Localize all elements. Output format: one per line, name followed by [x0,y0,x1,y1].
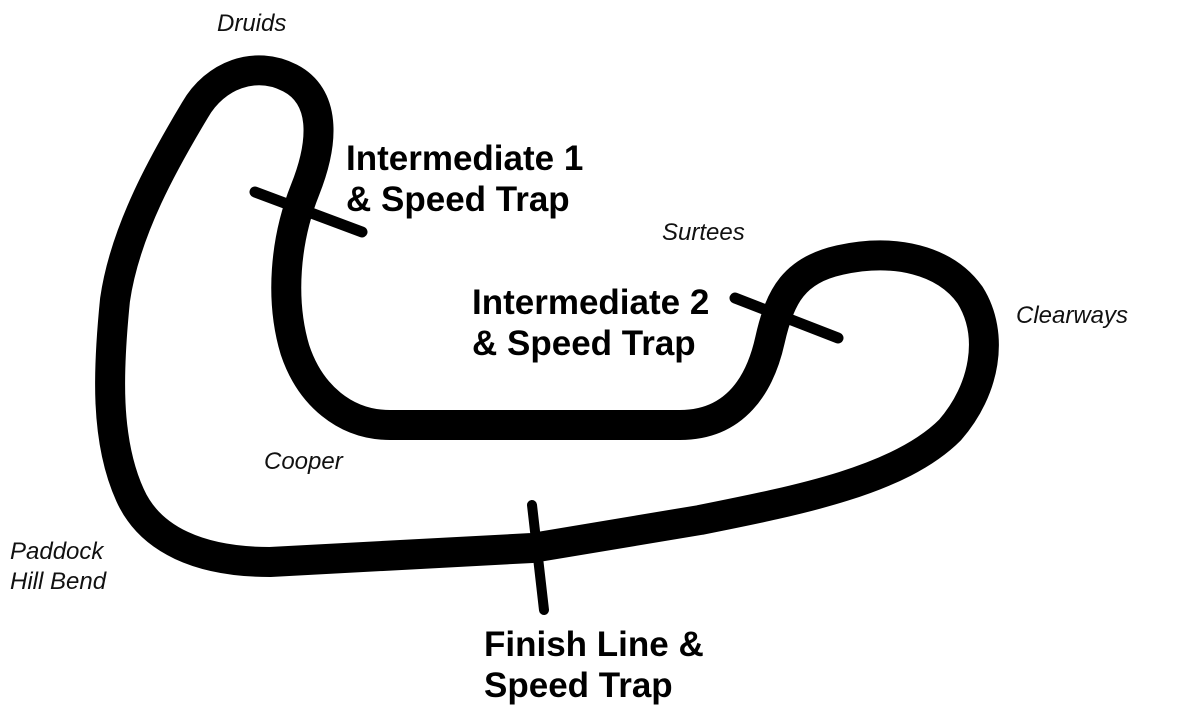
corner-label-paddock-hill-bend: Paddock Hill Bend [10,537,106,597]
finish-line-label: Finish Line & Speed Trap [484,624,704,706]
finish-line-2: Speed Trap [484,666,673,705]
intermediate-2-line-2: & Speed Trap [472,324,696,363]
corner-label-clearways: Clearways [1016,302,1129,329]
finish-line-1: Finish Line & [484,625,704,664]
intermediate-1-line [249,186,368,238]
circuit-track [95,55,999,577]
intermediate-2-label: Intermediate 2 & Speed Trap [472,282,709,364]
intermediate-1-line-1: Intermediate 1 [346,139,584,178]
paddock-line-2: Hill Bend [10,568,107,595]
corner-label-cooper: Cooper [264,448,343,475]
intermediate-1-label: Intermediate 1 & Speed Trap [346,138,583,220]
intermediate-2-line-1: Intermediate 2 [472,283,710,322]
finish-line [527,500,549,615]
paddock-line-1: Paddock [10,538,104,565]
intermediate-2-line [729,292,844,344]
corner-label-surtees: Surtees [662,219,745,246]
corner-label-druids: Druids [217,10,287,37]
intermediate-1-line-2: & Speed Trap [346,180,570,219]
